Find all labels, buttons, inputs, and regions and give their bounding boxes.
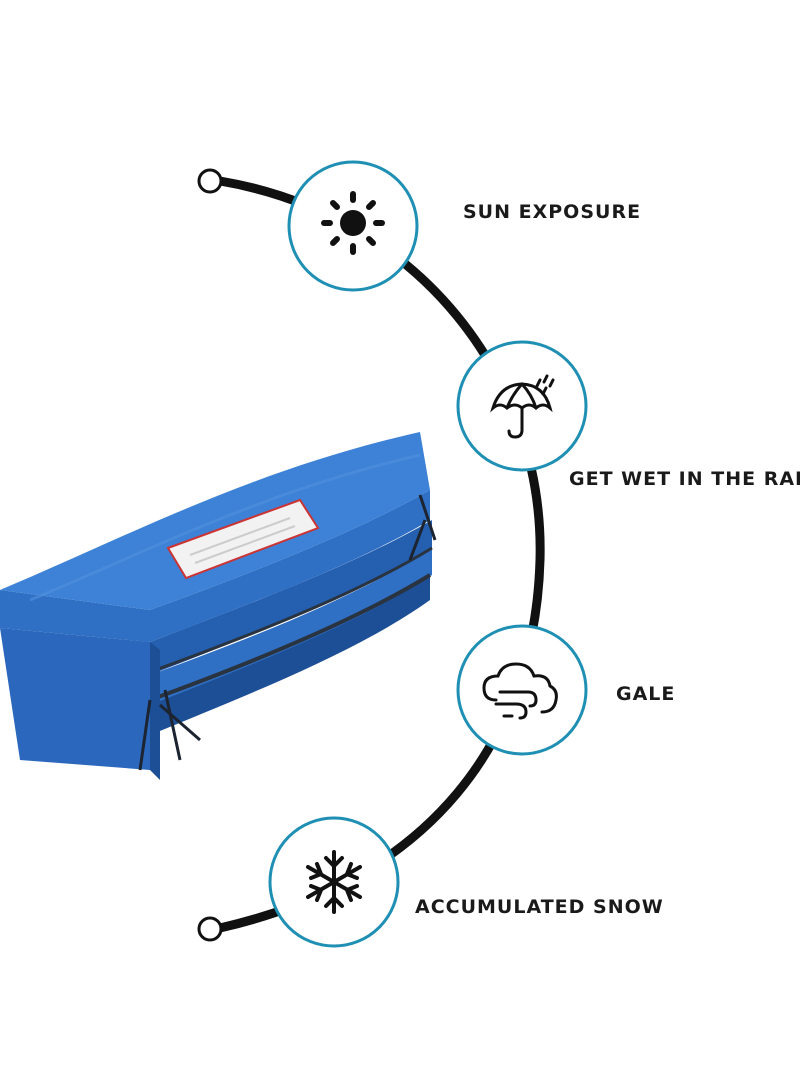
connector-end-top [197,168,223,194]
connector-end-bottom [197,916,223,942]
rain-circle [456,340,588,472]
label-sun-exposure: SUN EXPOSURE [463,201,642,223]
label-gale: GALE [616,683,676,705]
label-get-wet-in-rain: GET WET IN THE RAIN [569,468,800,490]
label-accumulated-snow: ACCUMULATED SNOW [415,896,664,918]
sun-icon [321,191,385,255]
trampoline-pad-image [0,432,437,780]
snowflake-icon [306,850,362,914]
umbrella-rain-icon [490,374,555,439]
wind-cloud-icon [482,662,558,720]
gale-circle [456,624,588,756]
